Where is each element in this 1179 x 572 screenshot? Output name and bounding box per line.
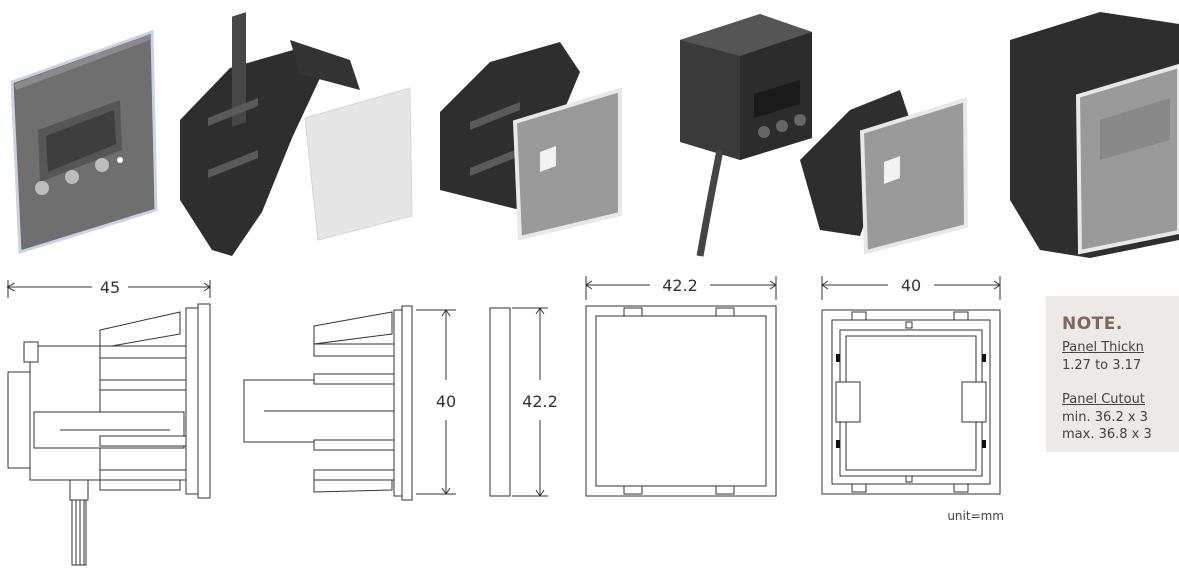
panel-height-value: 42.2 [522, 392, 558, 411]
bracket-and-cover-illustration [180, 12, 413, 256]
dimension-frame-width: 40 [821, 276, 1001, 300]
depth-value: 45 [100, 278, 120, 297]
dimension-panel-width: 42.2 [585, 276, 777, 300]
body-height-value: 40 [436, 392, 456, 411]
panel-button-icon [35, 158, 109, 195]
front-view-frame [821, 309, 1001, 495]
full-assembly-illustration [1010, 12, 1179, 258]
front-view-panel [585, 305, 777, 497]
side-view-panel [489, 307, 511, 497]
note-title: NOTE. [1062, 314, 1123, 334]
dimension-body-height: 40 [416, 309, 456, 495]
panel-thickness-label: Panel Thickn [1062, 340, 1144, 355]
side-view-device [7, 303, 211, 566]
bracket-on-panel-illustration [440, 42, 622, 241]
side-view-bracket [243, 305, 413, 501]
frame-width-value: 40 [901, 276, 921, 295]
dimension-panel-height: 42.2 [512, 307, 558, 497]
panel-cutout-label: Panel Cutout [1062, 392, 1145, 407]
dimension-total-depth: 45 [8, 278, 211, 298]
device-assembly-illustration [680, 14, 969, 257]
panel-cutout-max: max. 36.8 x 3 [1062, 427, 1152, 442]
note-box: NOTE. Panel Thickn 1.27 to 3.17 Panel Cu… [1046, 296, 1179, 452]
panel-width-value: 42.2 [662, 276, 698, 295]
panel-cutout-min: min. 36.2 x 3 [1062, 410, 1148, 425]
panel-thickness-value: 1.27 to 3.17 [1062, 358, 1142, 373]
panel-front-illustration [10, 29, 158, 255]
frame-corner-marks [836, 354, 986, 448]
unit-label: unit=mm [947, 509, 1004, 523]
